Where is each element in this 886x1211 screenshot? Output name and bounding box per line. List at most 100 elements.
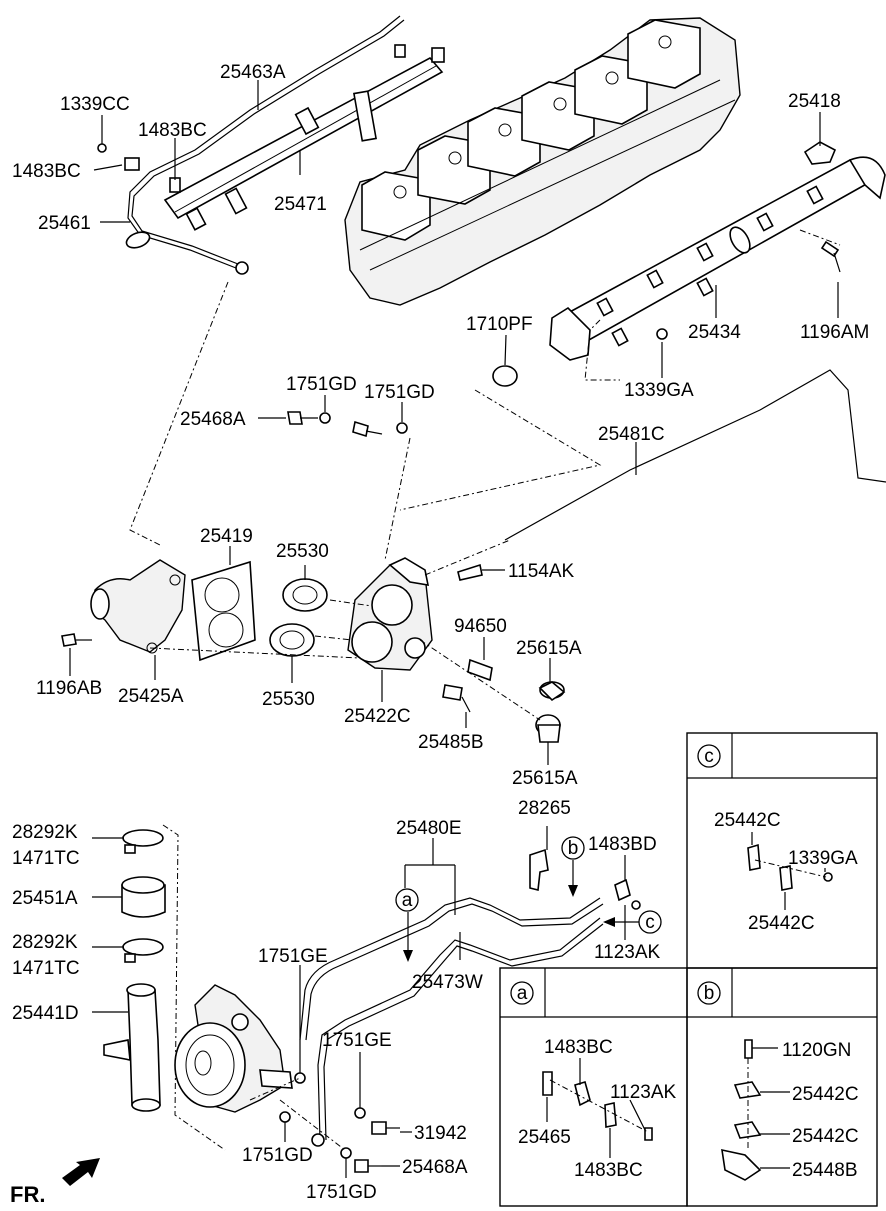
bolt-25468A-top — [287, 411, 408, 438]
label-b-1120GN: 1120GN — [782, 1040, 851, 1061]
leader-25530-bot — [314, 635, 353, 641]
housing-25422C — [347, 557, 433, 671]
label-fr: FR. — [10, 1182, 45, 1207]
bolt-1154AK — [457, 563, 483, 581]
label-25418: 25418 — [788, 91, 841, 112]
pipe-25463A — [125, 15, 405, 275]
part-labels: 25463A 1339CC 1483BC 1483BC 25461 25471 … — [10, 62, 869, 1207]
label-b-25448B: 25448B — [792, 1160, 858, 1181]
bolt-1196AM — [820, 240, 841, 273]
label-b-25442C-b: 25442C — [792, 1126, 859, 1147]
leader-25468A — [384, 437, 411, 561]
svg-text:c: c — [645, 912, 655, 933]
clip-1483BC-top — [97, 143, 181, 193]
pipe-25480E — [299, 897, 604, 1041]
label-25451A: 25451A — [12, 888, 78, 909]
sensor-94650 — [467, 658, 493, 682]
label-1339CC: 1339CC — [60, 94, 130, 115]
label-1196AB: 1196AB — [36, 678, 102, 699]
label-1751GD-a: 1751GD — [286, 374, 357, 395]
bolt-1196AB — [61, 633, 92, 647]
thermostat-25530-top — [282, 578, 328, 612]
label-a-1123AK: 1123AK — [610, 1082, 677, 1103]
marker-c: c — [638, 910, 662, 934]
label-25422C: 25422C — [344, 706, 411, 727]
label-1751GD-b: 1751GD — [364, 382, 435, 403]
pipe-25481C — [504, 369, 886, 541]
water-pump — [174, 984, 293, 1113]
pipe-25473W — [311, 917, 604, 1147]
label-1196AM: 1196AM — [800, 322, 869, 343]
manifold-25434 — [549, 141, 886, 361]
label-25471: 25471 — [274, 194, 327, 215]
label-1483BD: 1483BD — [588, 834, 657, 855]
label-1483BC-left: 1483BC — [12, 161, 81, 182]
label-28265: 28265 — [518, 798, 571, 819]
label-28292K-top: 28292K — [12, 822, 78, 843]
label-1123AK-mid: 1123AK — [594, 942, 661, 963]
label-25441D: 25441D — [12, 1003, 79, 1024]
label-1751GD-c: 1751GD — [242, 1145, 313, 1166]
label-a-1483BC-b: 1483BC — [574, 1160, 643, 1181]
label-25425A: 25425A — [118, 686, 184, 707]
thermostat-25530-bot — [269, 623, 315, 657]
marker-a: a — [395, 888, 419, 912]
clamp-28292K-top — [122, 829, 164, 854]
label-94650: 94650 — [454, 616, 507, 637]
nipple-25615A-top — [538, 681, 566, 702]
cylinder-head — [344, 17, 741, 306]
leader-25461 — [129, 281, 229, 546]
label-1483BC-top: 1483BC — [138, 120, 207, 141]
box-marker-c: c — [697, 744, 721, 768]
label-1751GE-a: 1751GE — [258, 946, 328, 967]
label-1471TC-bot: 1471TC — [12, 958, 80, 979]
label-25530-bot: 25530 — [262, 689, 315, 710]
detail-box-c — [686, 732, 878, 969]
svg-text:a: a — [402, 890, 413, 911]
label-1710PF: 1710PF — [466, 314, 533, 335]
label-25468A-bot: 25468A — [402, 1157, 468, 1178]
leader-waterpump-hose — [162, 824, 226, 1151]
bracket-28265 — [529, 848, 549, 891]
gasket-25419 — [191, 560, 256, 662]
label-1751GE-b: 1751GE — [322, 1030, 392, 1051]
label-25480E: 25480E — [396, 818, 462, 839]
nipple-25615A-bot — [535, 714, 561, 743]
clamp-28292K-bot — [122, 938, 164, 963]
label-c-1339GA: 1339GA — [788, 848, 858, 869]
leader-1710PF — [399, 389, 602, 511]
label-25434: 25434 — [688, 322, 741, 343]
label-b-25442C-a: 25442C — [792, 1084, 859, 1105]
leader-1154AK — [424, 539, 511, 576]
svg-text:b: b — [704, 983, 715, 1004]
label-1751GD-d: 1751GD — [306, 1182, 377, 1203]
box-marker-b: b — [697, 981, 721, 1005]
hose-25451A — [121, 876, 166, 918]
label-25468A-top: 25468A — [180, 409, 246, 430]
detail-box-b — [686, 967, 878, 1207]
label-25481C: 25481C — [598, 424, 665, 445]
label-25530-top: 25530 — [276, 541, 329, 562]
leader-25615A — [419, 639, 541, 721]
label-25461: 25461 — [38, 213, 91, 234]
fr-arrow-icon — [62, 1158, 100, 1186]
bolt-25468A-bot — [354, 1159, 382, 1173]
rail-25471 — [163, 44, 445, 231]
label-1154AK: 1154AK — [508, 561, 575, 582]
label-31942: 31942 — [414, 1123, 467, 1144]
label-25473W: 25473W — [412, 972, 483, 993]
label-a-25465: 25465 — [518, 1127, 571, 1148]
box-marker-a: a — [510, 981, 534, 1005]
pipe-25441D — [103, 983, 161, 1112]
label-25485B: 25485B — [418, 732, 484, 753]
bolt-31942 — [371, 1121, 400, 1135]
label-c-25442C-a: 25442C — [714, 810, 781, 831]
label-1471TC-top: 1471TC — [12, 848, 80, 869]
housing-25425A — [90, 559, 186, 654]
label-1339GA: 1339GA — [624, 380, 694, 401]
clip-1483BD — [614, 878, 641, 910]
label-25463A: 25463A — [220, 62, 286, 83]
svg-text:c: c — [704, 746, 714, 767]
svg-text:a: a — [517, 983, 528, 1004]
